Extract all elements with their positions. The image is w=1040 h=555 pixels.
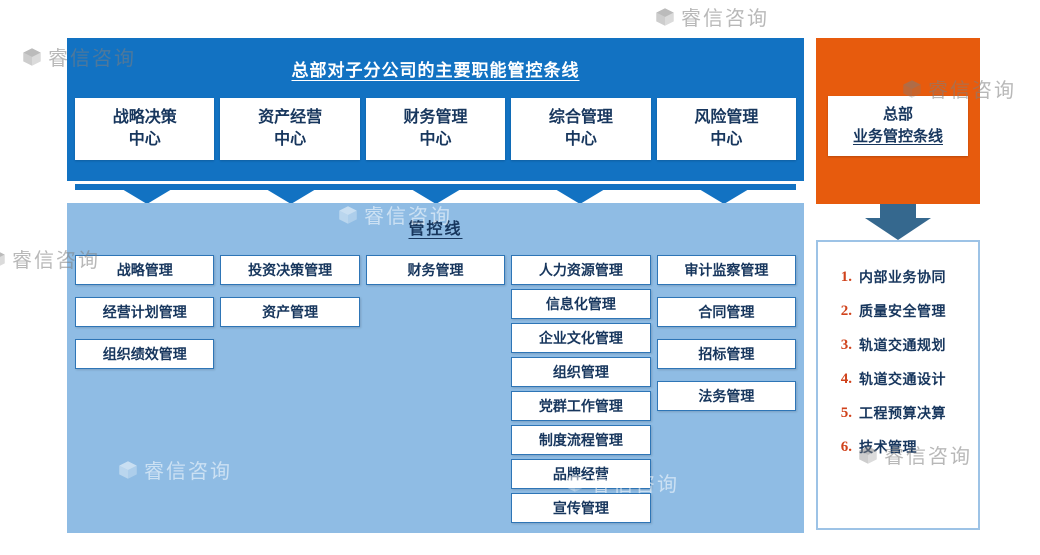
center-box: 财务管理 中心 [365, 98, 506, 160]
control-column: 投资决策管理资产管理 [220, 255, 360, 339]
control-item: 信息化管理 [511, 289, 651, 319]
list-number: 6. [840, 438, 852, 455]
control-item: 组织管理 [511, 357, 651, 387]
down-arrow-icon [219, 189, 363, 204]
hq-box: 总部 业务管控条线 [828, 96, 968, 156]
down-arrow-shaft [880, 204, 916, 218]
triangle-shape [266, 189, 317, 204]
control-columns: 战略管理经营计划管理组织绩效管理投资决策管理资产管理财务管理人力资源管理信息化管… [67, 255, 804, 527]
control-line-title: 管控线 [408, 221, 463, 238]
control-item: 审计监察管理 [656, 255, 797, 285]
function-control-banner: 总部对子分公司的主要职能管控条线 战略决策 中心资产经营 中心财务管理 中心综合… [67, 38, 804, 181]
down-arrow-icon [508, 189, 652, 204]
control-column: 战略管理经营计划管理组织绩效管理 [75, 255, 215, 381]
list-item: 2. 质量安全管理 [818, 294, 978, 328]
list-number: 3. [840, 336, 852, 353]
list-item: 5. 工程预算决算 [818, 396, 978, 430]
cube-icon [0, 251, 5, 266]
hq-business-panel: 总部 业务管控条线 [816, 38, 980, 204]
down-arrow-head [865, 218, 931, 240]
center-box: 综合管理 中心 [511, 98, 651, 160]
list-item: 3. 轨道交通规划 [818, 328, 978, 362]
list-number: 5. [840, 404, 852, 421]
list-text: 质量安全管理 [859, 305, 946, 320]
triangle-shape [410, 189, 461, 204]
hq-list: 1. 内部业务协同 2. 质量安全管理 3. 轨道交通规划 4. 轨道交通设计 5. 工程预算决算… [818, 260, 978, 464]
list-item: 1. 内部业务协同 [818, 260, 978, 294]
control-item: 资产管理 [220, 297, 360, 327]
control-item: 战略管理 [75, 255, 215, 285]
down-arrow-icon [363, 189, 507, 204]
center-box: 资产经营 中心 [220, 98, 360, 160]
triangle-shape [698, 189, 749, 204]
down-arrow-icon [652, 189, 796, 204]
center-box: 战略决策 中心 [75, 98, 215, 160]
control-item: 经营计划管理 [75, 297, 215, 327]
arrow-strip [75, 189, 796, 204]
triangle-shape [122, 189, 173, 204]
control-item: 组织绩效管理 [75, 339, 215, 369]
control-item: 党群工作管理 [511, 391, 651, 421]
down-arrow-icon [816, 204, 980, 240]
control-item: 品牌经营 [511, 459, 651, 489]
control-line-panel: 管控线 战略管理经营计划管理组织绩效管理投资决策管理资产管理财务管理人力资源管理… [67, 203, 804, 533]
list-item: 6. 技术管理 [818, 430, 978, 464]
list-text: 工程预算决算 [859, 407, 946, 422]
arrow-strip-wrap [67, 184, 804, 205]
watermark: 睿信咨询 [655, 2, 769, 31]
banner-title: 总部对子分公司的主要职能管控条线 [291, 61, 580, 80]
control-column: 审计监察管理合同管理招标管理法务管理 [656, 255, 797, 423]
hq-business-list: 1. 内部业务协同 2. 质量安全管理 3. 轨道交通规划 4. 轨道交通设计 5. 工程预算决算… [816, 240, 980, 530]
control-column: 人力资源管理信息化管理企业文化管理组织管理党群工作管理制度流程管理品牌经营宣传管… [511, 255, 651, 527]
list-text: 轨道交通设计 [859, 373, 946, 388]
control-item: 招标管理 [656, 339, 797, 369]
center-box: 风险管理 中心 [656, 98, 797, 160]
list-number: 4. [840, 370, 852, 387]
list-text: 技术管理 [859, 441, 917, 456]
arrow-bar [75, 184, 796, 190]
list-number: 2. [840, 302, 852, 319]
hq-line1: 总部 [882, 106, 913, 123]
control-item: 制度流程管理 [511, 425, 651, 455]
list-number: 1. [840, 268, 852, 285]
control-item: 宣传管理 [511, 493, 651, 523]
cube-icon [656, 7, 674, 26]
control-item: 人力资源管理 [511, 255, 651, 285]
control-column: 财务管理 [365, 255, 506, 297]
control-item: 投资决策管理 [220, 255, 360, 285]
control-item: 企业文化管理 [511, 323, 651, 353]
hq-line2: 业务管控条线 [852, 129, 943, 145]
control-item: 财务管理 [365, 255, 506, 285]
triangle-shape [554, 189, 605, 204]
centers-row: 战略决策 中心资产经营 中心财务管理 中心综合管理 中心风险管理 中心 [67, 98, 804, 160]
watermark-text: 睿信咨询 [681, 8, 769, 30]
cube-icon [23, 47, 41, 66]
list-text: 内部业务协同 [859, 271, 946, 286]
control-item: 合同管理 [656, 297, 797, 327]
down-arrow-icon [75, 189, 219, 204]
list-item: 4. 轨道交通设计 [818, 362, 978, 396]
control-item: 法务管理 [656, 381, 797, 411]
list-text: 轨道交通规划 [859, 339, 946, 354]
